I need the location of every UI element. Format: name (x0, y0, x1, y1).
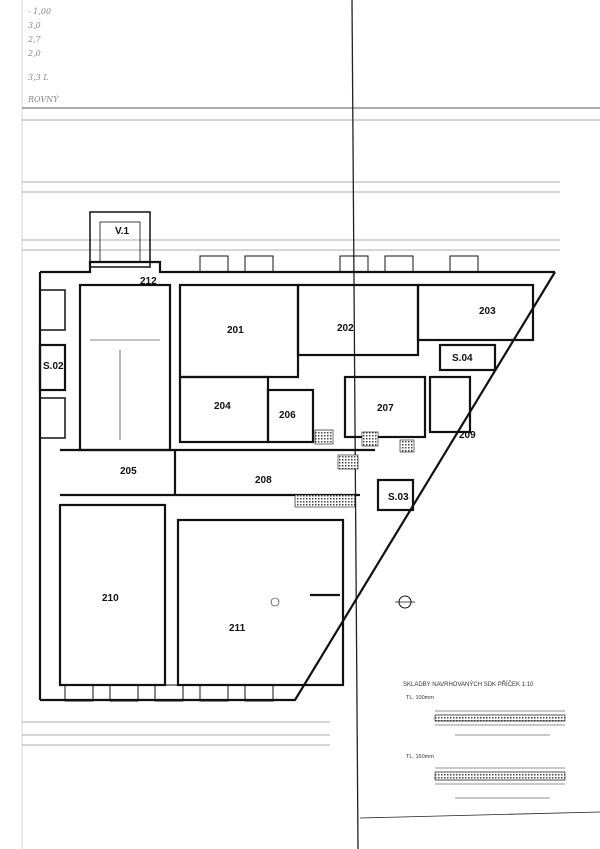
legend-title: SKLADBY NAVRHOVANÝCH SDK PŘÍČEK 1:10 (403, 680, 534, 688)
partition-detail-150 (434, 767, 566, 799)
room-label-209: 209 (459, 430, 476, 441)
room-label-204: 204 (214, 401, 231, 412)
partition-legend: SKLADBY NAVRHOVANÝCH SDK PŘÍČEK 1:10 TL.… (403, 680, 566, 799)
partition-detail-100 (434, 710, 566, 736)
sheet-lines (21, 0, 600, 849)
room-labels: V.1 212 201 202 203 S.04 S.02 204 206 20… (43, 226, 496, 634)
room-label-s02: S.02 (43, 361, 64, 372)
room-label-s03: S.03 (388, 492, 409, 503)
room-label-210: 210 (102, 593, 119, 604)
room-label-201: 201 (227, 325, 244, 336)
legend-item-label: TL. 100mm (406, 695, 434, 701)
room-label-s04: S.04 (452, 353, 473, 364)
walls (38, 260, 556, 702)
section-marker (270, 595, 415, 609)
legend-item-label: TL. 150mm (406, 754, 434, 760)
hatched-walls (294, 429, 415, 508)
margin-note: 2,7 (27, 35, 42, 44)
margin-note: 3,3 L (28, 73, 49, 82)
room-label-207: 207 (377, 403, 394, 414)
room-label-203: 203 (479, 306, 496, 317)
room-label-212: 212 (140, 276, 157, 287)
margin-note: - 1,00 (28, 7, 51, 16)
dimension-lines (22, 181, 560, 746)
room-label-202: 202 (337, 323, 354, 334)
margin-notes: - 1,00 3,0 2,7 2,0 3,3 L ROVNÝ (27, 7, 59, 104)
room-label-v1: V.1 (115, 226, 130, 237)
room-label-205: 205 (120, 466, 137, 477)
window-bays (64, 255, 479, 702)
margin-note: 3,0 (28, 21, 41, 30)
margin-note: ROVNÝ (27, 95, 59, 104)
room-label-208: 208 (255, 475, 272, 486)
room-label-211: 211 (229, 623, 246, 634)
margin-note: 2,0 (27, 49, 41, 58)
lift-v1 (89, 211, 151, 268)
room-label-206: 206 (279, 410, 296, 421)
